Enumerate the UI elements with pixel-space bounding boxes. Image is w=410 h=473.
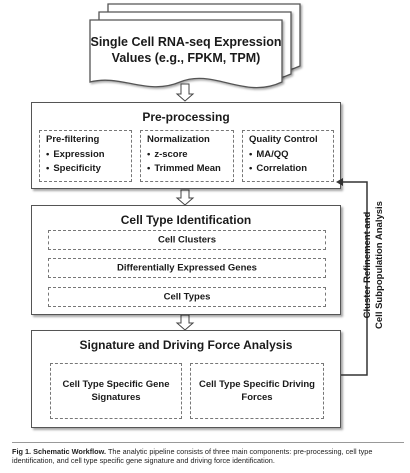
panel-label-line2: Signatures xyxy=(91,392,141,403)
step-label: Differentially Expressed Genes xyxy=(117,262,257,274)
panel-label-line2: Forces xyxy=(241,392,273,403)
down-arrow-icon xyxy=(175,189,195,206)
panel-label-line1: Cell Type Specific Gene xyxy=(62,379,170,390)
cell-clusters-step: Cell Clusters xyxy=(48,230,326,250)
step-label: Cell Clusters xyxy=(157,234,217,246)
caption-label: Fig 1. Schematic Workflow. xyxy=(12,447,107,456)
step-label: Cell Types xyxy=(163,291,211,303)
cell-types-step: Cell Types xyxy=(48,287,326,307)
down-arrow-icon xyxy=(175,83,195,102)
group-heading: Normalization xyxy=(147,134,210,145)
feedback-arrowhead-icon xyxy=(336,178,343,186)
quality-control-group: Quality Control MA/QQ Correlation xyxy=(242,130,334,182)
signature-analysis-title: Signature and Driving Force Analysis xyxy=(79,338,293,352)
group-item: MA/QQ xyxy=(249,148,327,162)
caption-text: The analytic pipeline consists of three … xyxy=(12,447,373,465)
preprocessing-title: Pre-processing xyxy=(142,110,230,124)
feedback-label: Cluster Refinement and Cell Subpopulatio… xyxy=(362,175,388,355)
differentially-expressed-genes-step: Differentially Expressed Genes xyxy=(48,258,326,278)
normalization-group: Normalization z-score Trimmed Mean xyxy=(140,130,234,182)
input-title-line1: Single Cell RNA-seq Expression xyxy=(90,35,282,49)
panel-label: Cell Type Specific Driving Forces xyxy=(191,378,323,404)
input-title-line2: Values (e.g., FPKM, TPM) xyxy=(111,51,261,65)
figure-caption: Fig 1. Schematic Workflow. The analytic … xyxy=(12,447,404,465)
driving-forces-panel: Cell Type Specific Driving Forces xyxy=(190,363,324,419)
panel-label: Cell Type Specific Gene Signatures xyxy=(51,378,181,404)
feedback-line xyxy=(341,181,368,376)
group-item: Correlation xyxy=(249,162,327,176)
feedback-label-line2: Cell Subpopulation Analysis xyxy=(374,201,385,329)
preprocessing-box: Pre-processing Pre-filtering Expression … xyxy=(31,102,341,189)
group-item: z-score xyxy=(147,148,227,162)
group-heading: Pre-filtering xyxy=(46,134,100,145)
arrows-layer xyxy=(175,83,195,331)
panel-label-line1: Cell Type Specific Driving xyxy=(199,379,315,390)
group-item: Specificity xyxy=(46,162,125,176)
gene-signatures-panel: Cell Type Specific Gene Signatures xyxy=(50,363,182,419)
cell-type-identification-title: Cell Type Identification xyxy=(120,213,252,227)
feedback-label-line1: Cluster Refinement and xyxy=(362,211,373,319)
group-item: Expression xyxy=(46,148,125,162)
cell-type-identification-box: Cell Type Identification Cell Clusters D… xyxy=(31,205,341,315)
signature-analysis-box: Signature and Driving Force Analysis Cel… xyxy=(31,330,341,428)
caption-rule xyxy=(12,442,404,443)
input-document-stack xyxy=(89,3,301,89)
prefiltering-group: Pre-filtering Expression Specificity xyxy=(39,130,132,182)
down-arrow-icon xyxy=(175,314,195,331)
input-title: Single Cell RNA-seq Expression Values (e… xyxy=(90,34,282,66)
document-front-sheet xyxy=(89,19,283,89)
group-heading: Quality Control xyxy=(249,134,318,145)
group-item: Trimmed Mean xyxy=(147,162,227,176)
feedback-loop xyxy=(336,178,368,376)
